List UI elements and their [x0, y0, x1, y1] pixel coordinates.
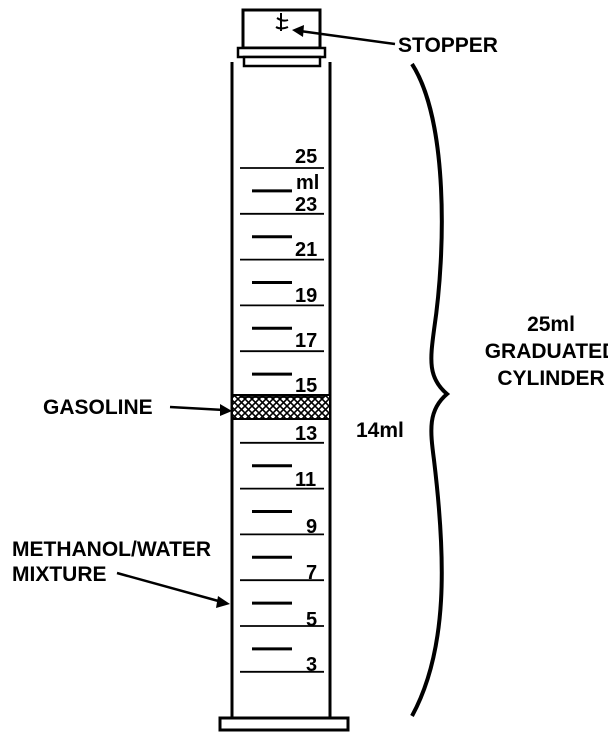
grad-5: 5 — [306, 609, 317, 631]
grad-15: 15 — [295, 375, 317, 397]
cylinder-label-line1: 25ml — [527, 313, 575, 336]
stopper — [236, 8, 327, 68]
grad-19: 19 — [295, 285, 317, 307]
volume-label: 14ml — [356, 419, 404, 442]
grad-21: 21 — [295, 239, 317, 261]
graduation-numbers: 25 ml 23 21 19 17 15 13 11 9 7 5 3 — [295, 146, 319, 676]
grad-11: 11 — [295, 469, 316, 491]
cylinder-label-line3: CYLINDER — [497, 367, 604, 390]
cylinder-label-line2: GRADUATED — [485, 340, 608, 363]
cylinder-description: 25ml GRADUATED CYLINDER — [485, 313, 608, 390]
grad-3: 3 — [306, 654, 317, 676]
graduation-marks — [240, 167, 324, 673]
grad-13: 13 — [295, 423, 317, 445]
grad-23: 23 — [295, 194, 317, 216]
gasoline-callout: GASOLINE — [43, 396, 232, 419]
cylinder-brace — [410, 62, 451, 717]
grad-unit: ml — [296, 172, 319, 194]
gasoline-label: GASOLINE — [43, 396, 153, 419]
stopper-label: STOPPER — [398, 34, 498, 57]
cylinder-body — [218, 62, 350, 732]
gasoline-layer — [231, 394, 331, 420]
grad-7: 7 — [306, 562, 317, 584]
grad-25: 25 — [295, 146, 317, 168]
mixture-label-line1: METHANOL/WATER — [12, 538, 211, 561]
mixture-label-line2: MIXTURE — [12, 563, 107, 586]
stopper-callout: STOPPER — [292, 25, 498, 57]
grad-17: 17 — [295, 330, 317, 352]
grad-9: 9 — [306, 516, 317, 538]
mixture-callout: METHANOL/WATER MIXTURE — [12, 538, 230, 608]
